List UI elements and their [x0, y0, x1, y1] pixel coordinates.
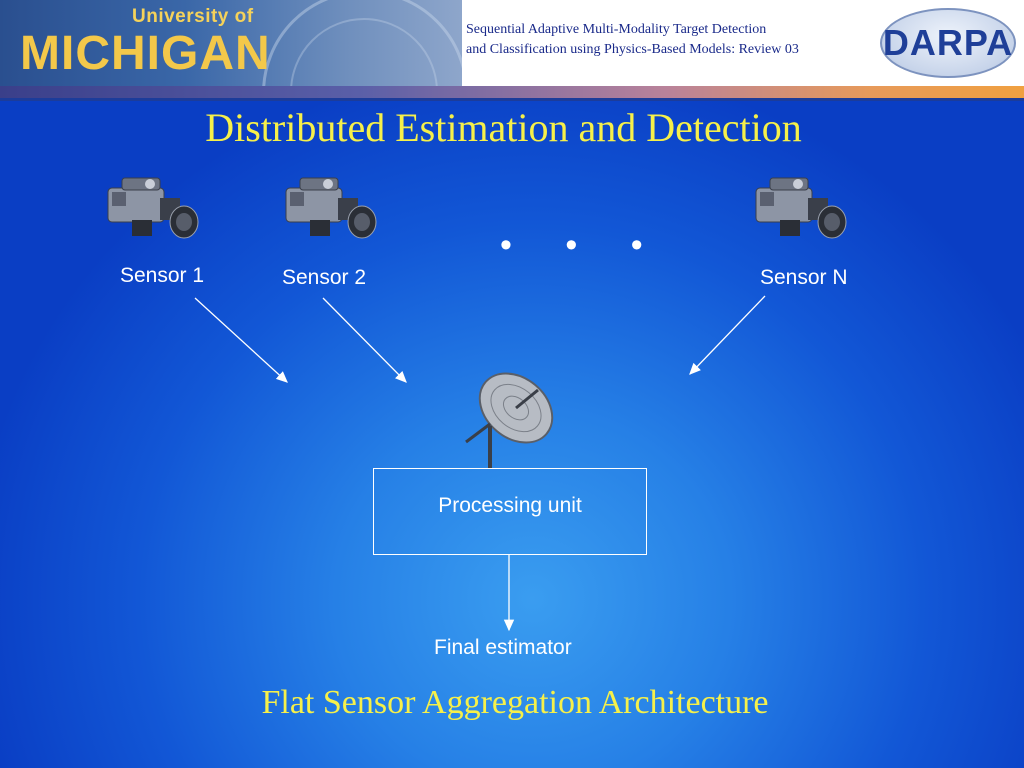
header-title: Sequential Adaptive Multi-Modality Targe… — [466, 20, 886, 60]
video-camera-icon — [285, 177, 377, 239]
university-of-michigan-logo: University of MICHIGAN — [0, 0, 462, 86]
slide-header: University of MICHIGAN Sequential Adapti… — [0, 0, 1024, 88]
header-title-line-1: Sequential Adaptive Multi-Modality Targe… — [466, 22, 767, 37]
logo-main-text: MICHIGAN — [20, 27, 271, 80]
video-camera-icon — [107, 177, 199, 239]
slide-title: Distributed Estimation and Detection — [205, 105, 802, 150]
header-stripe — [0, 86, 1024, 98]
arrow-sensor-n — [689, 295, 766, 375]
sensor-n-label: Sensor N — [760, 266, 848, 289]
satellite-dish-icon — [465, 372, 554, 468]
logo-top-text: University of — [132, 6, 254, 27]
processing-unit-label: Processing unit — [438, 494, 582, 517]
arrow-sensor-1 — [194, 297, 288, 383]
processing-unit-box — [373, 468, 647, 555]
header-title-line-2: and Classification using Physics-Based M… — [466, 42, 799, 57]
arrow-sensor-2 — [322, 297, 407, 383]
header-stripe-underline — [0, 98, 1024, 101]
sensor-2-label: Sensor 2 — [282, 266, 367, 289]
video-camera-icon — [755, 177, 847, 239]
darpa-logo-text: DARPA — [882, 22, 1014, 63]
sensor-ellipsis: • • • — [500, 226, 665, 264]
final-estimator-label: Final estimator — [434, 636, 572, 659]
sensor-1-label: Sensor 1 — [120, 264, 205, 287]
slide-subtitle: Flat Sensor Aggregation Architecture — [261, 684, 769, 721]
darpa-logo: DARPA — [880, 8, 1016, 78]
